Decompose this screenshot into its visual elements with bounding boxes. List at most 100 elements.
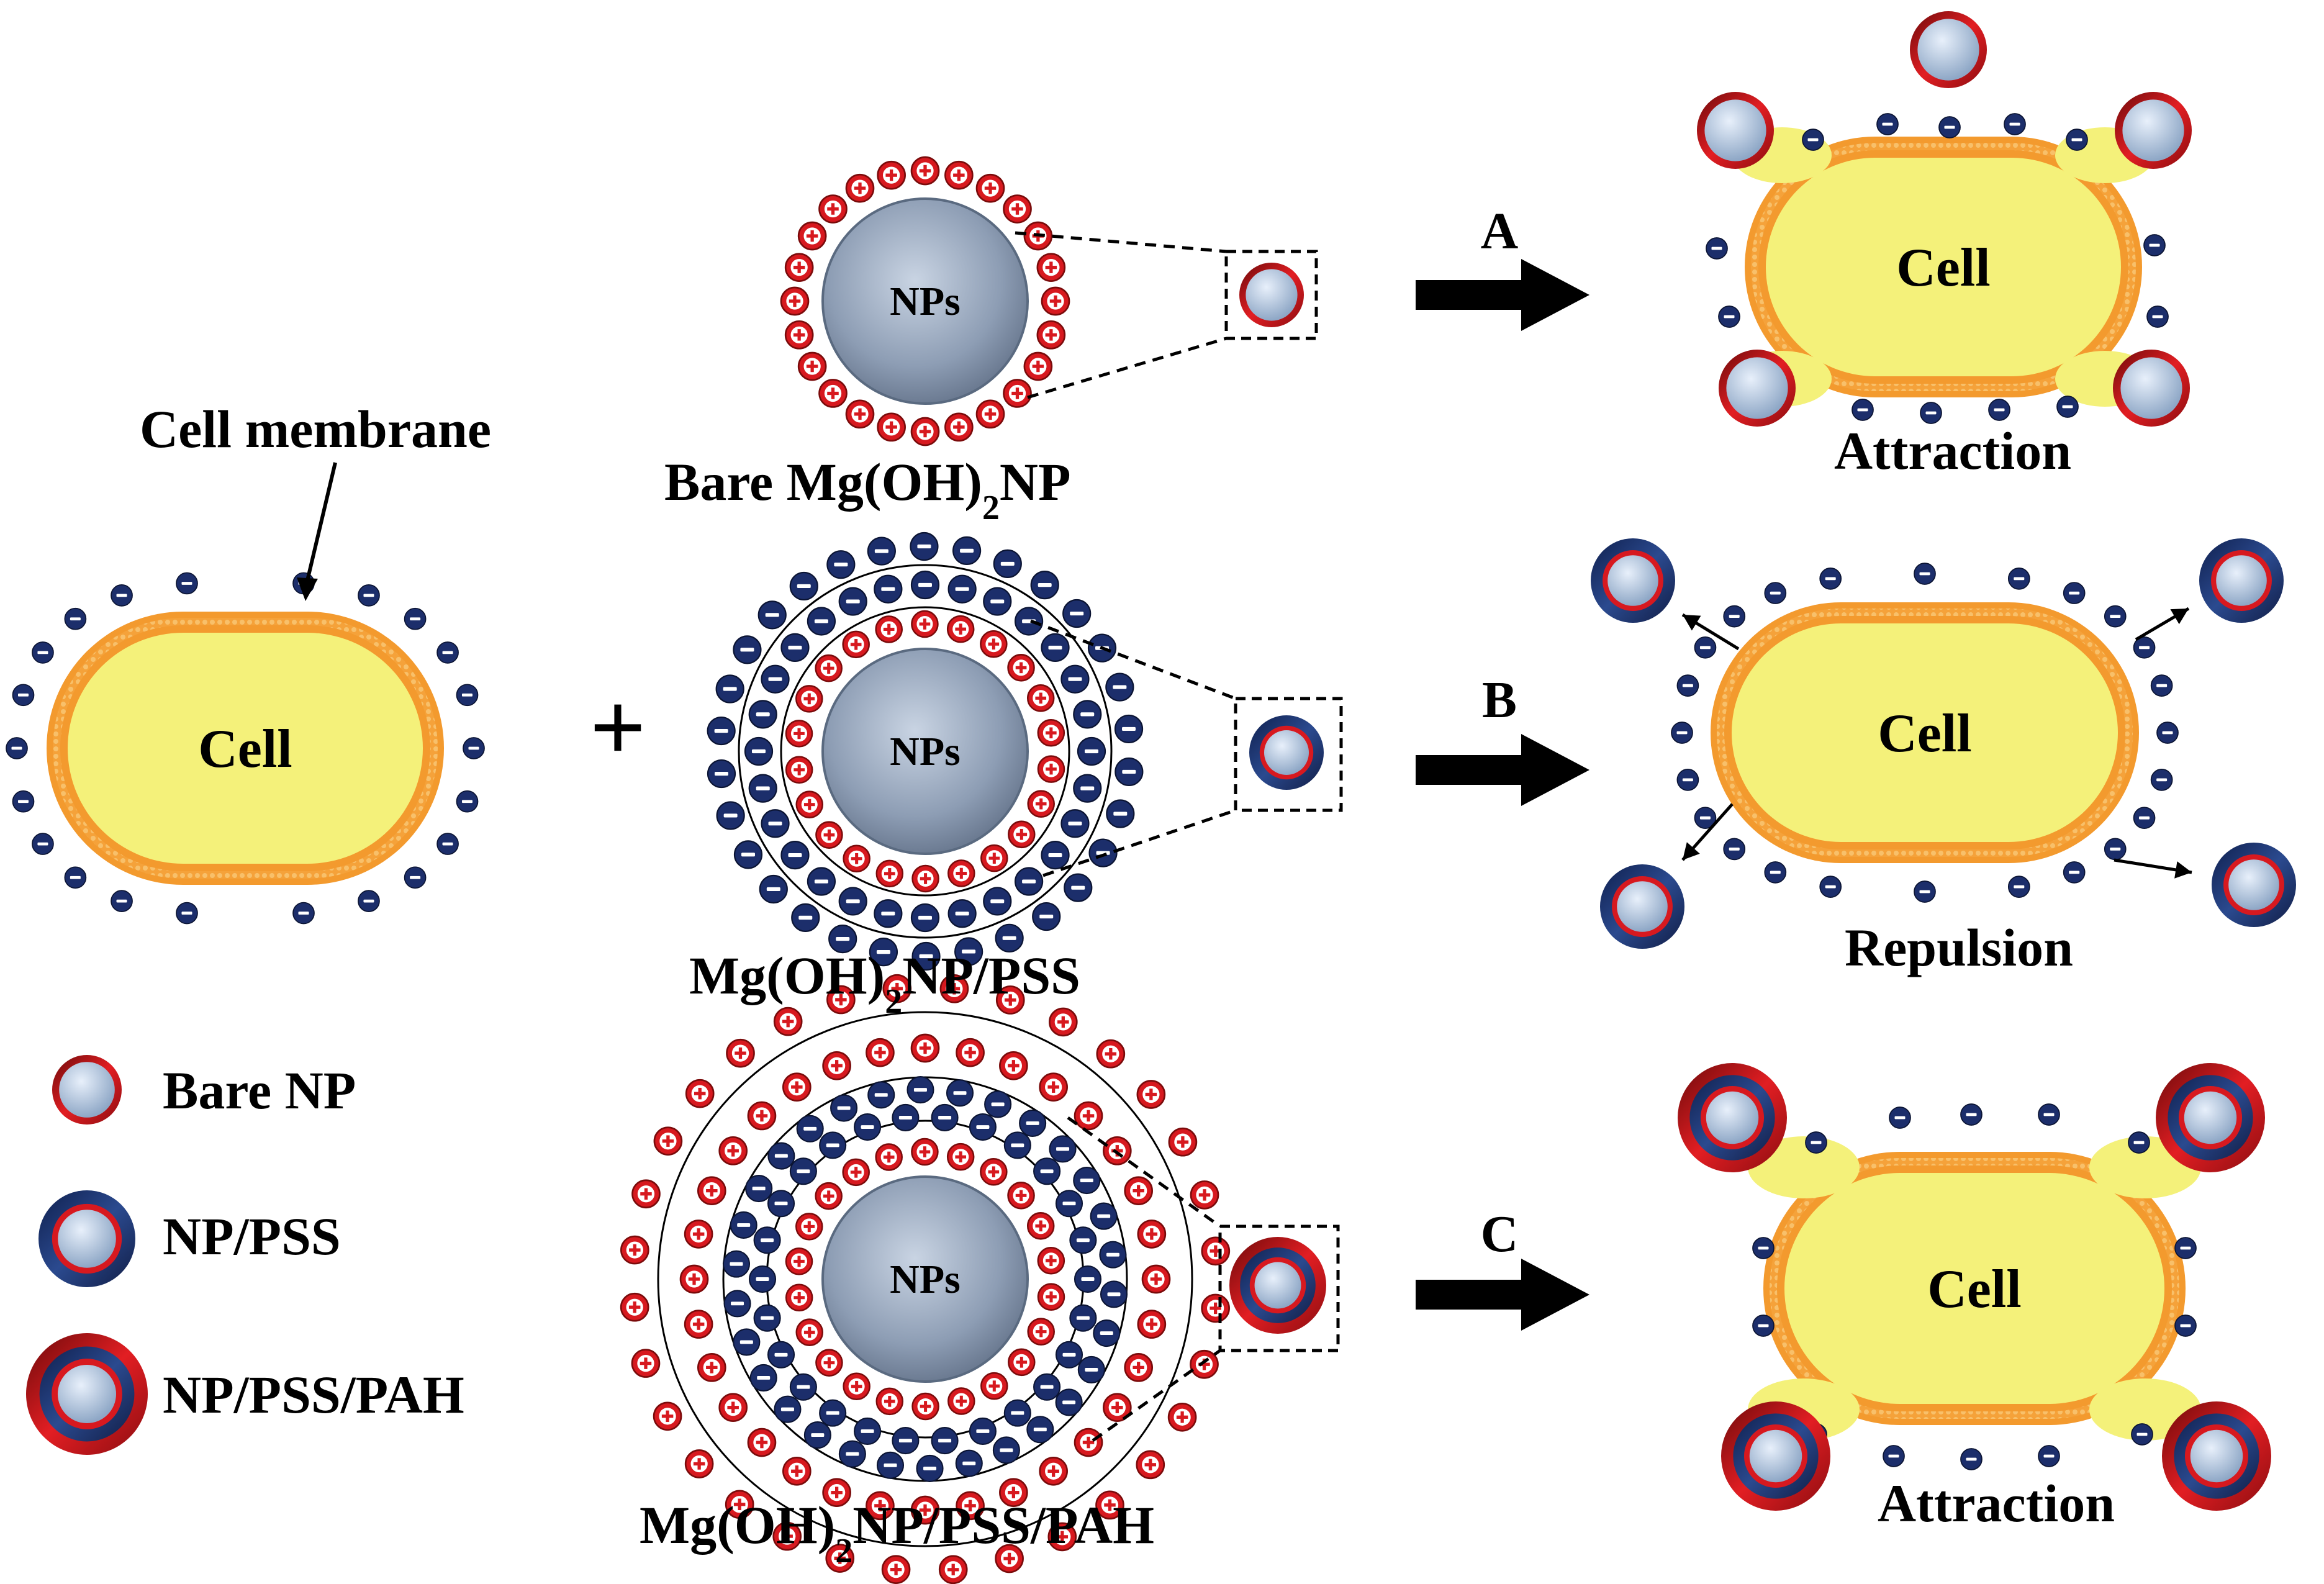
plus-glyph [692,1273,696,1285]
minus-glyph [1039,914,1054,919]
plus-glyph [1052,1081,1056,1093]
negative-charge [983,587,1012,616]
minus-glyph [1807,138,1819,142]
negative-charge [1041,633,1070,663]
pathway-arrow [1416,734,1589,806]
plus-glyph [633,1301,636,1313]
negative-charge [722,1250,751,1278]
zoom-line [1067,1116,1221,1228]
np-pss [38,1190,135,1287]
negative-charge [1100,1280,1128,1308]
negative-charge [869,938,898,967]
positive-charge [881,1555,911,1584]
positive-charge [782,1456,812,1486]
plus-glyph [1203,1189,1206,1201]
plus-glyph [923,618,926,630]
positive-charge [911,864,939,893]
minus-glyph [756,786,770,790]
np-core [58,1210,116,1268]
positive-charge [956,1038,985,1067]
positive-charge [747,1428,777,1457]
negative-charge [1819,568,1842,590]
negative-charge [838,1440,866,1468]
negative-charge [1914,880,1936,903]
plus-glyph [1060,1531,1064,1543]
negative-charge [358,584,380,607]
negative-charge [838,887,867,916]
minus-glyph [1682,778,1693,782]
np-core [2184,1091,2237,1144]
positive-charge [697,1176,726,1205]
plus-glyph [807,693,811,705]
plus-glyph [992,638,995,650]
negative-charge [910,570,940,600]
minus-glyph [70,876,81,879]
negative-charge [1718,305,1740,328]
plus-glyph [923,425,927,438]
plus-glyph [710,1185,713,1197]
negative-charge [716,801,745,830]
minus-glyph [990,899,1005,903]
negative-charge [2150,768,2173,791]
legend-pah-swatch [26,1333,148,1455]
minus-glyph [11,746,22,750]
nps-label: NPs [890,279,961,324]
plus-glyph [887,1151,891,1163]
negative-charge [1115,757,1144,787]
pathway-letter-b: B [1482,671,1517,729]
positive-charge [956,1491,985,1521]
positive-charge [1007,654,1035,682]
nps-label: NPs [890,1257,961,1302]
minus-glyph [938,1439,952,1443]
minus-glyph [37,651,48,654]
minus-glyph [1925,411,1937,415]
minus-glyph [1000,561,1015,566]
minus-glyph [740,648,754,652]
np-core [2228,859,2279,910]
minus-glyph [768,821,782,826]
negative-charge [1938,116,1961,138]
negative-charge [2146,305,2169,328]
legend-pah-label: NP/PSS/PAH [163,1365,464,1424]
negative-charge [757,600,787,630]
plus-glyph [1049,261,1053,273]
minus-glyph [1113,685,1127,689]
positive-charge [1102,1136,1132,1165]
plus-glyph [793,295,797,307]
negative-charge [854,1417,882,1446]
plus-glyph [887,623,891,635]
positive-charge [1141,1264,1171,1294]
positive-charge [1008,1348,1036,1377]
negative-charge [867,536,896,566]
positive-charge [795,1318,824,1346]
positive-charge [995,1544,1024,1573]
np-core [2216,555,2267,606]
negative-charge [1764,582,1787,604]
positive-charge [653,1126,683,1156]
plus-glyph [1214,1245,1218,1257]
negative-charge [892,1427,920,1455]
positive-charge [785,1247,813,1275]
plus-glyph [1015,387,1020,399]
positive-charge [980,1157,1008,1186]
plus-glyph [1087,1436,1090,1449]
outcome-b-label: Repulsion [1845,918,2073,977]
cytoplasm [1766,158,2121,376]
positive-charge [910,1495,940,1525]
minus-glyph [1062,1352,1076,1357]
positive-charge [980,844,1008,872]
plus-glyph [1137,1362,1141,1374]
negative-charge [1073,1166,1101,1195]
minus-glyph [1770,871,1781,874]
positive-charge [785,756,813,784]
minus-glyph [938,1115,952,1120]
negative-charge [892,1103,920,1131]
np-core [57,1364,117,1424]
negative-charge [1003,1399,1031,1427]
negative-charge [983,887,1012,916]
positive-charge [785,1283,813,1312]
plus-glyph [797,728,801,740]
plus-glyph [731,1145,735,1157]
minus-glyph [1699,646,1711,649]
minus-glyph [798,915,813,920]
